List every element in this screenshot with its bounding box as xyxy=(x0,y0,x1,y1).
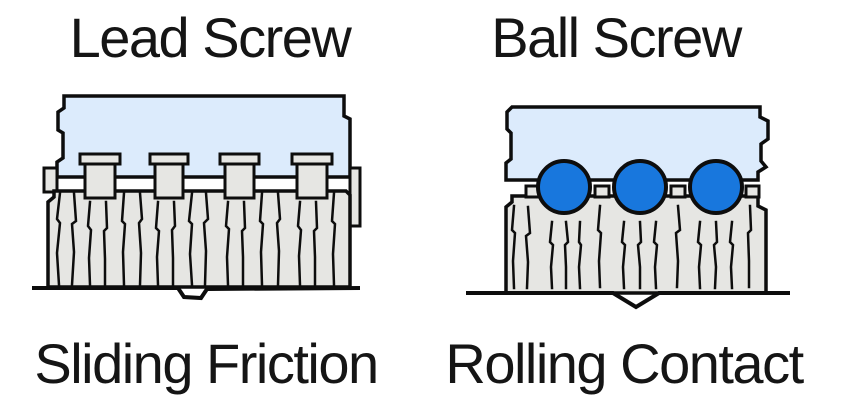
lead-screw-nut xyxy=(55,94,352,179)
lead-screw-thread-lines xyxy=(55,191,337,287)
thread-tooth xyxy=(83,158,117,200)
thread-tooth-cap xyxy=(148,152,190,166)
ball xyxy=(536,159,592,215)
ball xyxy=(688,159,744,215)
ball-screw-diagram xyxy=(466,105,790,310)
lead-screw-diagram xyxy=(32,94,362,301)
ball-screw-axis-line xyxy=(466,291,790,310)
ball-screw-thread-lines xyxy=(510,204,753,290)
thread-tooth-cap xyxy=(78,152,122,166)
lead-screw-axis-line xyxy=(32,285,361,301)
ball xyxy=(612,159,668,215)
thread-tooth xyxy=(223,158,256,200)
lead-screw-shaft xyxy=(46,189,352,289)
thread-tooth-cap xyxy=(290,152,334,166)
ball-screw-title: Ball Screw xyxy=(491,6,742,69)
lead-screw-title: Lead Screw xyxy=(69,6,352,69)
thread-tooth xyxy=(153,158,185,200)
lead-screw-thread-teeth xyxy=(78,152,334,200)
ball-screw-crest-posts xyxy=(524,184,761,199)
sliding-friction-caption: Sliding Friction xyxy=(34,332,379,395)
rolling-contact-caption: Rolling Contact xyxy=(445,332,804,395)
thread-tooth-cap xyxy=(218,152,261,166)
thread-tooth xyxy=(295,158,329,200)
ball-screw-balls xyxy=(536,159,744,215)
